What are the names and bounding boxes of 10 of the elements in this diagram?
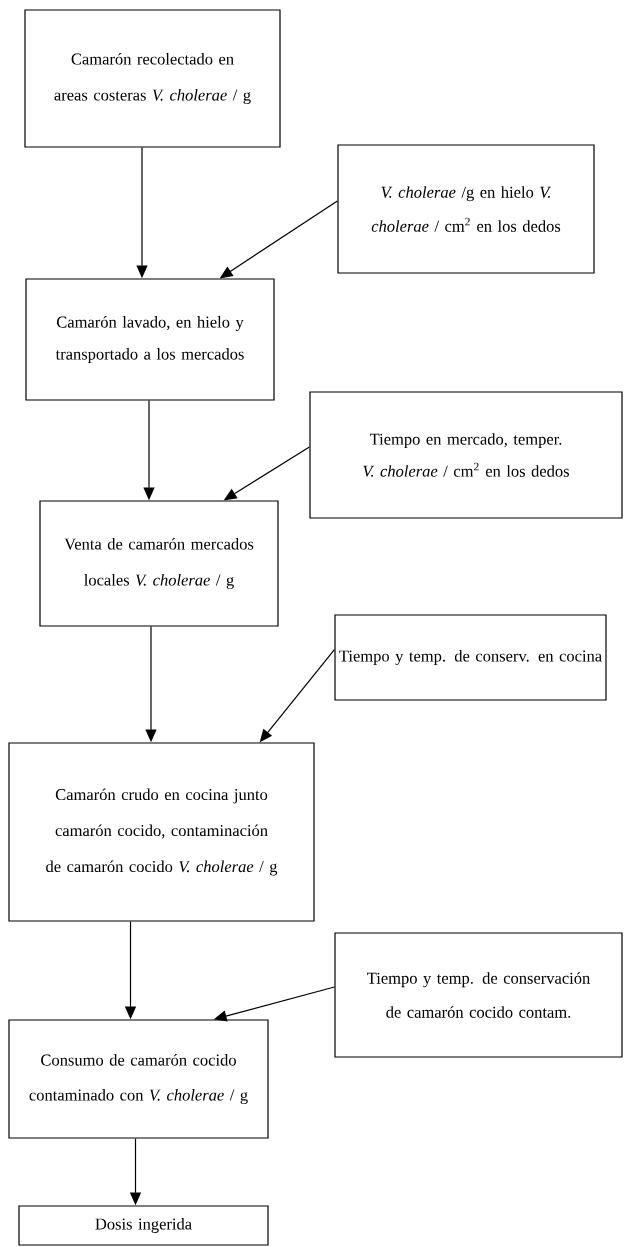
factor-box: Tiempo y temp. de conservación de camarón cocido contam. bbox=[334, 932, 623, 1058]
process-box: Consumo de camarón cocido contaminado con V. cholerae / g bbox=[8, 1019, 269, 1139]
process-box: Camarón lavado, en hielo y transportado a los mercados bbox=[25, 278, 275, 401]
factor-box: V. cholerae /g en hielo V. cholerae / cm$^{2}$ en los dedos bbox=[337, 144, 595, 274]
process-box: Dosis ingerida bbox=[18, 1205, 269, 1246]
process-box: Camarón crudo en cocina junto camarón cocido, contaminación de camarón cocido V. cholerae / g bbox=[8, 742, 315, 922]
factor-box: Tiempo en mercado, temper. V. cholerae / cm$^{2}$ en los dedos bbox=[309, 391, 623, 519]
process-box: Camarón recolectado en areas costeras V. cholerae / g bbox=[24, 9, 281, 148]
process-box: Venta de camarón mercados locales V. cholerae / g bbox=[39, 500, 279, 627]
factor-box: Tiempo y temp. de conserv. en cocina bbox=[334, 614, 607, 701]
